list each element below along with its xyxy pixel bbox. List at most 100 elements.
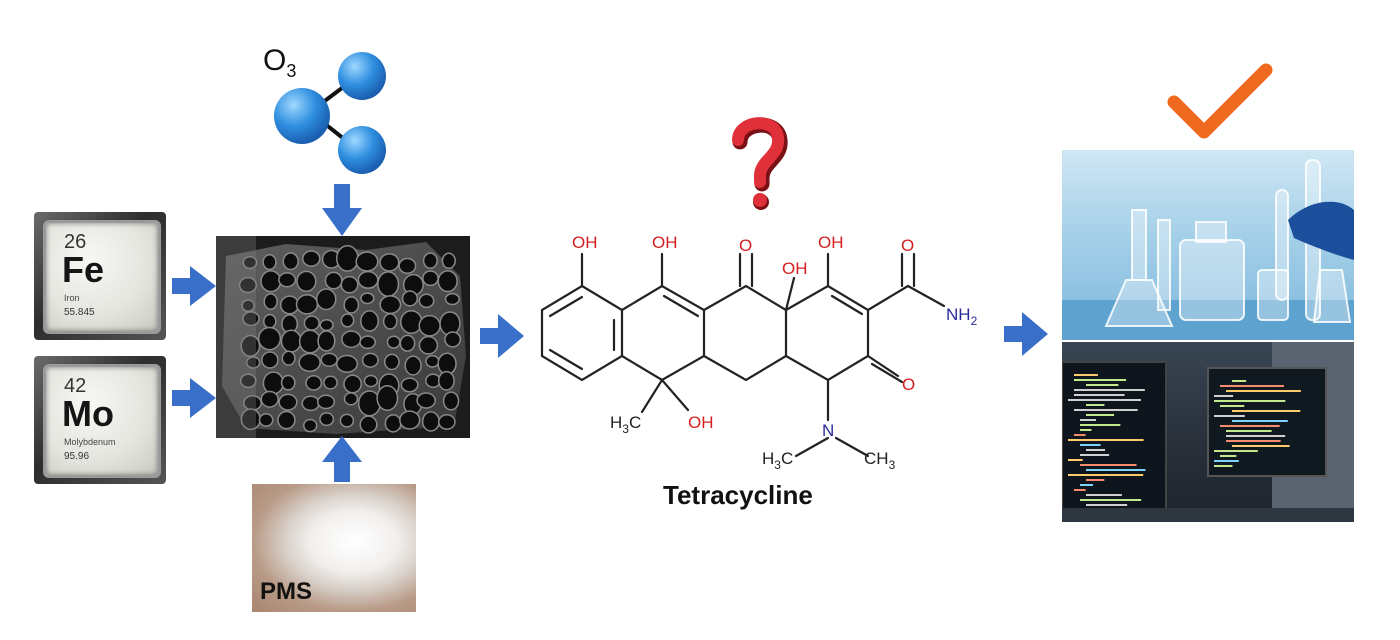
- oxygen-label: O: [902, 375, 915, 394]
- code-line: [1226, 440, 1281, 442]
- molybdenum-element-tile: 42 Mo Molybdenum 95.96: [34, 356, 166, 484]
- nitrogen-label: N: [822, 421, 834, 440]
- pore-shape: [418, 293, 435, 309]
- pore-shape: [438, 414, 456, 430]
- code-line: [1086, 494, 1122, 496]
- pore-shape: [241, 299, 255, 313]
- pore-shape: [444, 292, 460, 306]
- pore-shape: [343, 296, 360, 314]
- pore-shape: [401, 290, 419, 307]
- code-line: [1086, 479, 1105, 481]
- code-line: [1214, 460, 1239, 462]
- pore-shape: [296, 270, 317, 293]
- pore-shape: [245, 356, 261, 369]
- pore-shape: [298, 352, 321, 373]
- amine-label: NH2: [946, 305, 978, 328]
- code-line: [1214, 415, 1245, 417]
- pms-powder-photo: PMS: [252, 484, 416, 612]
- methyl-label: CH3: [864, 449, 896, 472]
- iron-element-tile: 26 Fe Iron 55.845: [34, 212, 166, 340]
- code-line: [1086, 404, 1105, 406]
- pore-shape: [317, 330, 336, 352]
- code-line: [1214, 465, 1233, 467]
- pore-shape: [258, 413, 274, 427]
- pore-shape: [399, 410, 421, 430]
- pore-shape: [359, 415, 378, 434]
- code-line: [1232, 445, 1290, 447]
- ozone-label: O3: [263, 44, 296, 82]
- code-line: [1226, 390, 1301, 392]
- code-line: [1074, 394, 1125, 396]
- pore-shape: [238, 276, 258, 294]
- code-line: [1080, 464, 1137, 466]
- question-mark-icon: [732, 117, 788, 210]
- code-line: [1080, 499, 1142, 501]
- oxygen-label: O: [901, 236, 914, 255]
- ozone-molecule-icon: [274, 52, 386, 174]
- pore-shape: [336, 354, 359, 373]
- pore-shape: [323, 375, 338, 390]
- pore-shape: [437, 270, 458, 293]
- ozone-base: O: [263, 44, 287, 77]
- pore-shape: [400, 377, 419, 393]
- pms-label: PMS: [260, 578, 313, 605]
- pore-shape: [444, 331, 462, 348]
- code-line: [1080, 444, 1101, 446]
- molecule-name: Tetracycline: [663, 480, 813, 510]
- pore-shape: [242, 255, 258, 270]
- code-line: [1080, 424, 1121, 426]
- pore-shape: [242, 311, 260, 327]
- pore-shape: [262, 253, 277, 271]
- code-line: [1214, 450, 1258, 452]
- element-symbol: Mo: [62, 393, 114, 434]
- element-symbol: Fe: [62, 249, 105, 290]
- pore-shape: [404, 355, 422, 376]
- arrow-down-icon: [322, 184, 362, 236]
- code-line: [1232, 380, 1247, 382]
- code-line: [1226, 430, 1272, 432]
- arrow-up-icon: [322, 436, 362, 482]
- code-line: [1074, 409, 1138, 411]
- code-line: [1086, 414, 1115, 416]
- code-line: [1086, 449, 1106, 451]
- code-line: [1220, 455, 1237, 457]
- code-line: [1074, 379, 1127, 381]
- pore-shape: [302, 250, 321, 267]
- code-line: [1232, 420, 1288, 422]
- pore-shape: [363, 374, 379, 388]
- arrow-right-icon: [480, 314, 524, 358]
- pore-shape: [399, 334, 416, 352]
- code-line: [1214, 395, 1234, 397]
- pore-shape: [239, 373, 257, 389]
- pore-shape: [340, 313, 355, 328]
- pore-shape: [278, 272, 297, 288]
- hydroxyl-label: OH: [818, 233, 844, 252]
- code-line: [1068, 439, 1144, 441]
- code-line: [1080, 484, 1094, 486]
- pore-shape: [339, 413, 355, 428]
- pore-shape: [361, 352, 379, 368]
- code-line: [1220, 425, 1280, 427]
- atomic-number: 42: [64, 375, 87, 397]
- pore-shape: [316, 394, 336, 410]
- pore-shape: [379, 253, 400, 272]
- pore-shape: [359, 335, 376, 350]
- ozone-subscript: 3: [286, 61, 297, 81]
- pore-shape: [280, 374, 296, 391]
- pore-shape: [422, 252, 438, 269]
- code-line: [1068, 459, 1083, 461]
- code-line: [1080, 429, 1092, 431]
- pore-shape: [261, 351, 279, 369]
- computer-workstation-photo: [1062, 342, 1354, 522]
- code-line: [1232, 410, 1301, 412]
- arrow-right-icon: [172, 378, 216, 418]
- pore-shape: [360, 292, 375, 305]
- pore-shape: [360, 310, 379, 332]
- pore-shape: [315, 288, 337, 311]
- code-line: [1086, 504, 1128, 506]
- code-line: [1086, 469, 1146, 471]
- pore-shape: [437, 370, 455, 391]
- hydroxyl-label: OH: [652, 233, 678, 252]
- code-line: [1220, 405, 1245, 407]
- porous-catalyst-sem-image: [216, 236, 470, 438]
